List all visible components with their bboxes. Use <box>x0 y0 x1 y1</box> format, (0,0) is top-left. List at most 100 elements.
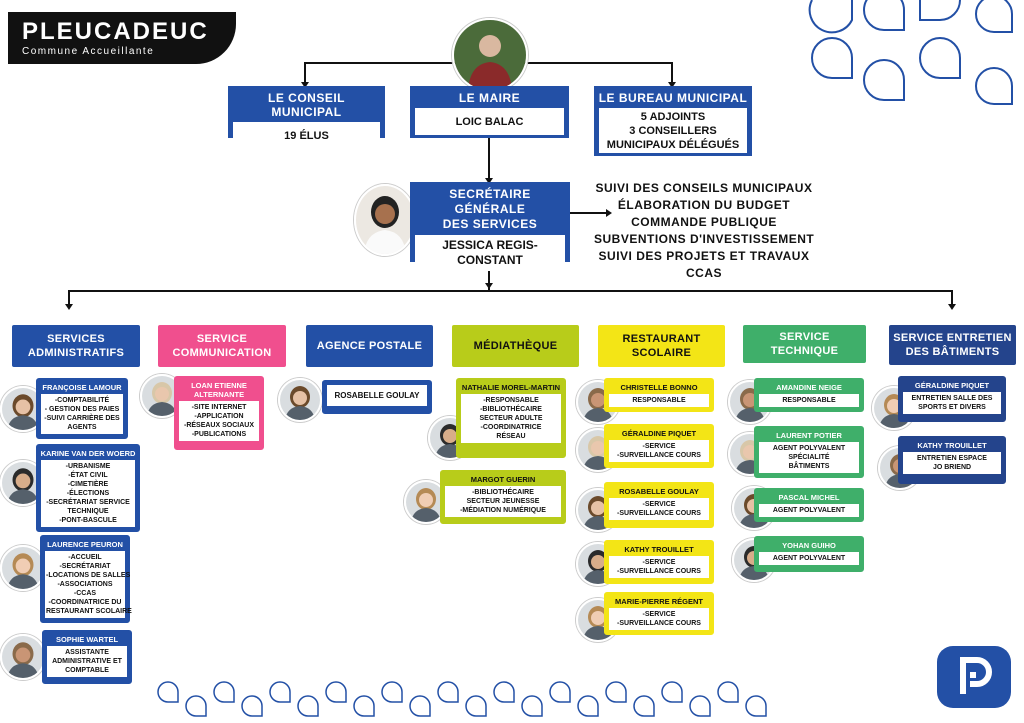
person-role: - GESTION DES PAIES <box>44 406 120 413</box>
decor-shapes-top-right <box>808 0 1013 105</box>
person-name: GÉRALDINE PIQUET <box>914 381 990 390</box>
secretaire-name: JESSICA REGIS- CONSTANT <box>415 235 565 271</box>
person-role: -SURVEILLANCE COURS <box>617 620 701 627</box>
person-photo <box>0 634 46 680</box>
person-role: SECTEUR ADULTE <box>479 415 543 422</box>
person-card: ROSABELLE GOULAY-SERVICE-SURVEILLANCE CO… <box>604 482 714 528</box>
person-roles: ASSISTANTE ADMINISTRATIVE ET COMPTABLE <box>47 646 127 677</box>
department-label: SCOLAIRE <box>631 347 692 359</box>
maire-body: LOIC BALAC <box>415 108 564 135</box>
person-photo <box>278 378 322 422</box>
person-role: ADMINISTRATIVE ET <box>52 658 122 665</box>
person-role: ASSISTANTE <box>65 649 109 656</box>
connector <box>570 212 608 214</box>
person-name: LOAN ETIENNE ALTERNANTE <box>191 381 247 399</box>
department-label: SERVICE ENTRETIEN <box>893 332 1012 344</box>
person-role: -SECRÉTARIAT <box>59 563 111 570</box>
person-name: KATHY TROUILLET <box>624 545 694 554</box>
secretaire-title-line: DES SERVICES <box>442 217 538 231</box>
person-role: -CCAS <box>73 590 97 597</box>
person-role: AGENTS <box>67 424 97 431</box>
person-role: -APPLICATION <box>194 413 244 420</box>
arrow-icon <box>485 178 493 184</box>
person-role: -SECRÉTARIAT SERVICE <box>46 499 130 506</box>
person-name: LAURENT POTIER <box>776 431 842 440</box>
person-name: PASCAL MICHEL <box>778 493 840 502</box>
bureau-line: 5 ADJOINTS <box>640 110 706 123</box>
person-card: LAURENCE PEURON-ACCUEIL-SECRÉTARIAT-LOCA… <box>40 535 132 623</box>
person-role: -SERVICE <box>642 443 676 450</box>
person-name: AMANDINE NEIGE <box>776 383 842 392</box>
person-card: MARIE-PIERRE RÉGENT -SERVICE -SURVEILLANCE… <box>604 592 714 635</box>
person-name: MARIE-PIERRE RÉGENT <box>615 597 703 606</box>
connector <box>68 290 70 306</box>
mission-item: SUIVI DES CONSEILS MUNICIPAUX <box>595 181 813 195</box>
conseil-body: 19 ÉLUS <box>233 122 380 149</box>
person-roles: -SERVICE-SURVEILLANCE COURS <box>609 498 709 520</box>
person-roles: RESPONSABLE <box>759 394 859 407</box>
decor-shapes-bottom <box>157 681 767 717</box>
person-role: -RESPONSABLE <box>483 397 539 404</box>
bureau-body: 5 ADJOINTS 3 CONSEILLERS MUNICIPAUX DÉLÉ… <box>599 108 747 153</box>
person-name: KATHY TROUILLET <box>917 441 987 450</box>
person-photo <box>404 480 448 524</box>
person-role: RESTAURANT SCOLAIRE <box>46 608 132 615</box>
person-role: -LOCATIONS DE SALLES <box>46 572 131 579</box>
person-role: -SERVICE <box>642 501 676 508</box>
arrow-icon <box>606 209 612 217</box>
connector <box>488 138 490 180</box>
department-label: MÉDIATHÈQUE <box>473 340 558 352</box>
person-name: SOPHIE WARTEL <box>55 635 119 644</box>
person-roles: -SERVICE-SURVEILLANCE COURS <box>609 556 709 578</box>
person-role: COMPTABLE <box>65 667 109 674</box>
connector-departments <box>68 290 953 292</box>
person-role: -SITE INTERNET <box>191 404 247 411</box>
person-role: ROSABELLE GOULAY <box>334 391 420 400</box>
person-roles: -COMPTABILITÉ - GESTION DES PAIES -SUIVI C… <box>41 394 123 434</box>
person-name: MARGOT GUERIN <box>470 475 536 484</box>
person-role: SPÉCIALITÉ <box>788 454 830 461</box>
logo-tagline: Commune Accueillante <box>22 46 155 57</box>
person-role: -RÉSEAUX SOCIAUX <box>183 422 254 429</box>
person-role: -SURVEILLANCE COURS <box>617 452 701 459</box>
person-name: KARINE VAN DER WOERD <box>40 449 136 458</box>
person-roles: AGENT POLYVALENT <box>759 552 859 565</box>
person-name: CHRISTELLE BONNO <box>620 383 698 392</box>
person-card: KATHY TROUILLET -SERVICE-SURVEILLANCE COU… <box>604 540 714 584</box>
bureau-line: MUNICIPAUX DÉLÉGUÉS <box>606 138 740 151</box>
person-role: -SERVICE <box>642 611 676 618</box>
department-media: MÉDIATHÈQUE <box>452 325 579 367</box>
person-role: -SERVICE <box>642 559 676 566</box>
maire-box: LE MAIRE LOIC BALAC <box>410 86 569 138</box>
person-name: NATHALIE MOREL-MARTIN <box>461 383 561 392</box>
conseil-body-line: 19 ÉLUS <box>284 129 329 142</box>
person-role: ENTRETIEN ESPACE <box>917 455 987 462</box>
person-role: -BIBLIOTHÉCAIRE <box>472 489 534 496</box>
person-role: -SUIVI CARRIÈRE DES <box>44 415 120 422</box>
person-card: KARINE VAN DER WOERD-URBANISME-ÉTAT CIVI… <box>36 444 140 532</box>
person-role: AGENT POLYVALENT <box>772 507 846 514</box>
arrow-icon <box>301 82 309 88</box>
secretaire-title: SECRÉTAIRE GÉNÉRALE DES SERVICES <box>412 184 568 235</box>
conseil-title: LE CONSEIL MUNICIPAL <box>267 91 345 119</box>
person-role: BÂTIMENTS <box>788 463 830 470</box>
person-role: -COORDINATRICE <box>480 424 542 431</box>
person-role: -PONT-BASCULE <box>59 517 117 524</box>
mission-item: COMMANDE PUBLIQUE <box>631 215 777 229</box>
maire-photo <box>452 18 528 92</box>
connector <box>304 62 306 84</box>
person-role: -COMPTABILITÉ <box>54 397 110 404</box>
arrow-icon <box>948 304 956 310</box>
department-label: SERVICE <box>196 333 248 345</box>
